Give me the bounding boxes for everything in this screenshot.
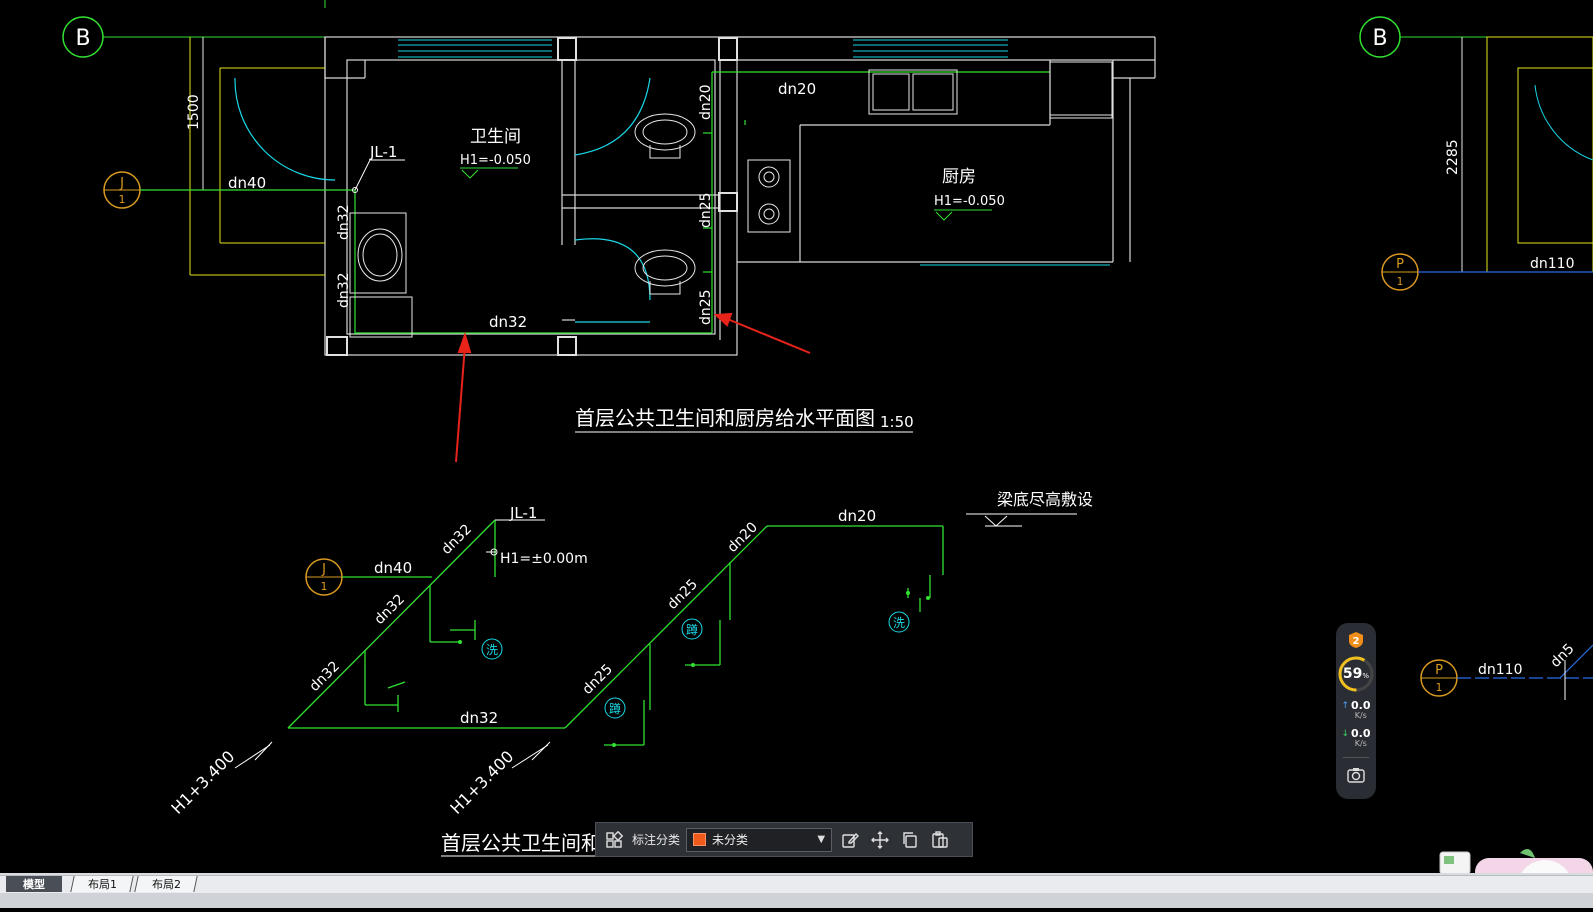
upload-arrow-icon: ↑ <box>1341 701 1350 711</box>
svg-text:B: B <box>1372 26 1387 51</box>
plan-walls <box>324 36 1156 356</box>
cpu-usage-ring: 59% <box>1337 655 1375 693</box>
svg-text:dn32: dn32 <box>460 709 498 727</box>
svg-text:洗: 洗 <box>893 616 905 630</box>
plan-dn32-a-label: dn32 <box>336 204 352 240</box>
iso-bubble-p: P 1 <box>1420 644 1593 700</box>
svg-text:梁底尽高敷设: 梁底尽高敷设 <box>997 490 1093 509</box>
svg-text:dn20: dn20 <box>838 507 876 525</box>
svg-text:dn40: dn40 <box>374 559 412 577</box>
svg-text:蹲: 蹲 <box>609 702 621 716</box>
download-arrow-icon: ↓ <box>1341 729 1350 739</box>
cad-drawing-canvas[interactable]: B <box>0 0 1593 890</box>
svg-text:2: 2 <box>1353 636 1360 647</box>
paste-icon[interactable] <box>928 828 952 852</box>
camera-icon[interactable] <box>1346 766 1366 784</box>
grid-bubble-p-top: P 1 <box>1381 253 1593 291</box>
svg-text:1: 1 <box>1397 275 1404 288</box>
layout-tab-bar: 模型 布局1 布局2 <box>0 873 1593 908</box>
plan-dn32-c-label: dn32 <box>489 313 527 331</box>
grid-bubble-b-left: B <box>62 16 330 58</box>
svg-text:dn25: dn25 <box>665 576 701 612</box>
svg-text:H1+3.400: H1+3.400 <box>167 747 238 818</box>
plan-dn25-a-label: dn25 <box>698 192 714 228</box>
annotation-toolbar: 标注分类 未分类 ▼ <box>595 822 973 857</box>
iso-level-marks: H1+3.400 H1+3.400 <box>167 741 551 818</box>
move-icon[interactable] <box>868 828 892 852</box>
room-label-toilet: 卫生间 <box>470 127 521 147</box>
plan-dn20-a-label: dn20 <box>698 84 714 120</box>
category-label: 标注分类 <box>632 833 681 847</box>
category-value: 未分类 <box>712 833 749 847</box>
svg-text:1: 1 <box>1436 681 1443 694</box>
shield-badge-icon: 2 <box>1349 632 1363 648</box>
chevron-down-icon: ▼ <box>817 834 826 845</box>
category-color-swatch <box>693 833 707 846</box>
iso-riser-jl1: JL-1 H1=±0.00m <box>486 504 588 567</box>
dim-1500-label: 1500 <box>186 94 202 130</box>
plan-fixtures <box>349 61 1113 338</box>
svg-text:H1+3.400: H1+3.400 <box>446 747 517 818</box>
room-level-kitchen: H1=-0.050 <box>934 194 1005 209</box>
svg-text:dn110: dn110 <box>1530 256 1574 272</box>
svg-text:H1=±0.00m: H1=±0.00m <box>500 551 588 567</box>
svg-text:JL-1: JL-1 <box>369 143 397 161</box>
plan-title: 首层公共卫生间和厨房给水平面图 <box>575 406 875 430</box>
plan-pipes <box>140 71 1050 335</box>
svg-text:1: 1 <box>321 580 328 593</box>
plan-corridor <box>189 37 325 276</box>
svg-text:P: P <box>1435 663 1443 678</box>
plan-scale: 1:50 <box>880 413 914 431</box>
plan-dn40-label: dn40 <box>228 174 266 192</box>
iso-beam-note: 梁底尽高敷设 <box>966 490 1093 527</box>
plan-dn32-b-label: dn32 <box>336 272 352 308</box>
cpu-percent: 59 <box>1342 666 1363 682</box>
plan-doors <box>234 77 651 323</box>
grid-bubble-j: J 1 <box>103 171 141 209</box>
svg-text:J: J <box>321 562 326 577</box>
dim-2285-label: 2285 <box>1445 139 1461 175</box>
svg-text:dn5: dn5 <box>1548 641 1578 671</box>
room-level-toilet: H1=-0.050 <box>460 153 531 168</box>
tab-layout1[interactable]: 布局1 <box>70 876 134 892</box>
plan-dn20-b-label: dn20 <box>778 80 816 98</box>
svg-text:dn110: dn110 <box>1478 662 1522 678</box>
svg-text:dn25: dn25 <box>580 661 616 697</box>
svg-text:洗: 洗 <box>486 643 498 657</box>
plan-windows <box>398 39 1110 266</box>
layout-grid-icon[interactable] <box>602 828 626 852</box>
edit-icon[interactable] <box>838 828 862 852</box>
iso-bubble-j: J 1 <box>305 558 343 596</box>
svg-text:dn32: dn32 <box>439 521 475 557</box>
svg-text:dn32: dn32 <box>372 591 408 627</box>
svg-text:P: P <box>1396 257 1404 272</box>
annotation-arrows <box>455 312 811 463</box>
svg-text:dn32: dn32 <box>307 658 343 694</box>
plan-columns <box>326 37 738 356</box>
tab-model[interactable]: 模型 <box>6 876 62 892</box>
svg-text:JL-1: JL-1 <box>509 504 537 522</box>
category-dropdown[interactable]: 未分类 ▼ <box>686 827 833 852</box>
dim-1500: 1500 <box>186 37 204 190</box>
svg-text:1: 1 <box>119 193 126 206</box>
plan-riser-jl1: JL-1 <box>352 143 405 193</box>
svg-text:蹲: 蹲 <box>686 623 698 637</box>
grid-bubble-b-left-label: B <box>75 26 90 51</box>
room-label-kitchen: 厨房 <box>942 167 976 187</box>
svg-text:J: J <box>119 176 124 191</box>
iso-fixtures <box>481 611 910 719</box>
copy-icon[interactable] <box>898 828 922 852</box>
tab-layout2[interactable]: 布局2 <box>134 876 198 892</box>
plan-dn25-b-label: dn25 <box>698 289 714 325</box>
